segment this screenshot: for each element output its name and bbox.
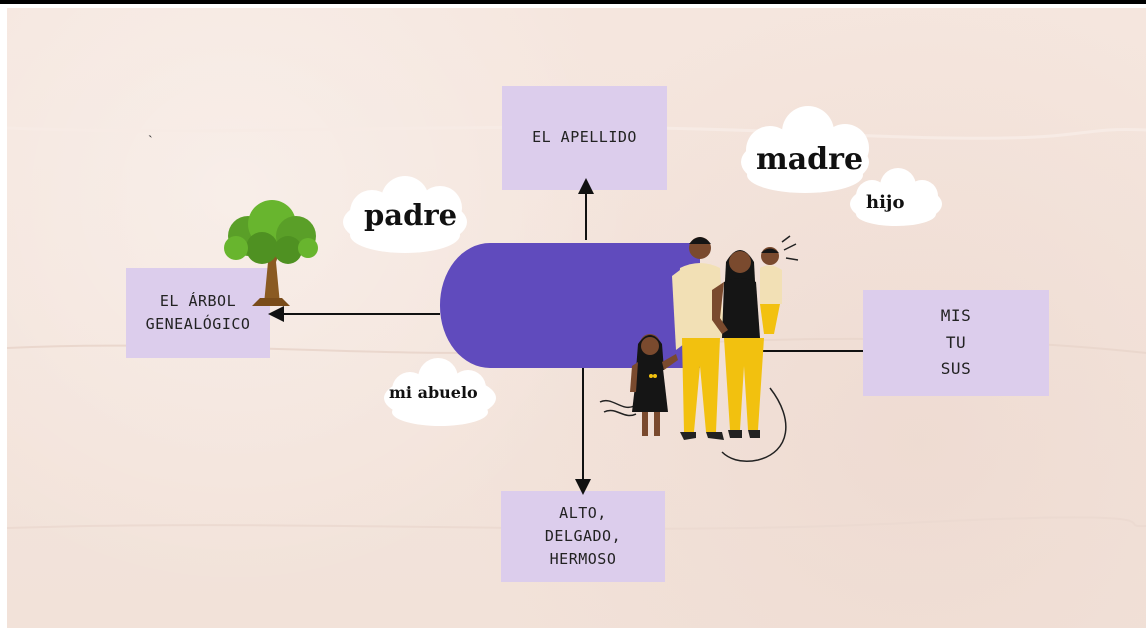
box-text: HERMOSO bbox=[549, 550, 617, 569]
possessives-box: MIS TU SUS bbox=[863, 290, 1049, 396]
word-hijo: hijo bbox=[866, 192, 905, 213]
box-text: SUS bbox=[940, 359, 972, 379]
box-text: ALTO, bbox=[559, 503, 607, 522]
box-text: DELGADO, bbox=[544, 526, 622, 545]
family-tree-box: EL ÁRBOL GENEALÓGICO bbox=[126, 268, 270, 358]
stray-mark: ` bbox=[148, 134, 153, 149]
top-border bbox=[0, 0, 1146, 4]
box-text: EL ÁRBOL bbox=[159, 291, 237, 310]
box-text: MIS bbox=[940, 306, 972, 326]
box-text: GENEALÓGICO bbox=[145, 315, 251, 333]
adjectives-box: ALTO, DELGADO, HERMOSO bbox=[501, 491, 665, 582]
box-text: TU bbox=[945, 332, 967, 352]
word-padre: padre bbox=[364, 198, 458, 232]
word-madre: madre bbox=[756, 142, 864, 177]
word-mi-abuelo: mi abuelo bbox=[389, 383, 478, 402]
surname-box: EL APELLIDO bbox=[502, 86, 667, 190]
box-text: EL APELLIDO bbox=[532, 128, 637, 147]
